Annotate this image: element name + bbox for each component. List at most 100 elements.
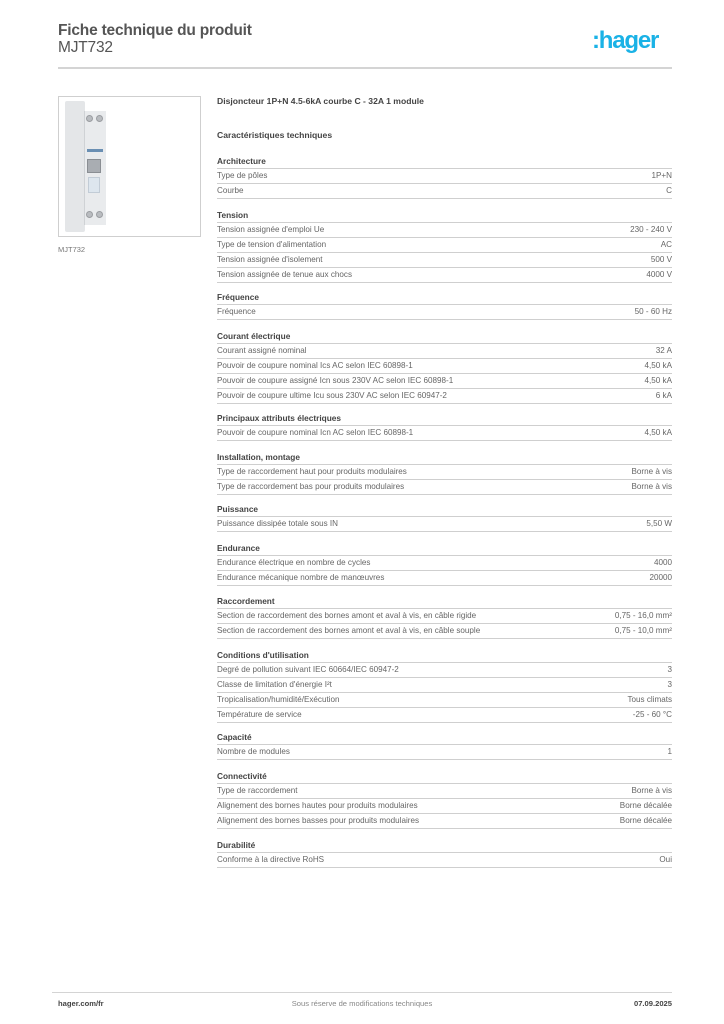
spec-row: Type de raccordement bas pour produits m… [217,480,672,495]
spec-value: Tous climats [627,695,672,704]
spec-label: Type de raccordement [217,786,298,795]
section-title: Architecture [217,155,672,169]
spec-value: Oui [659,855,672,864]
footer-notice: Sous réserve de modifications techniques [291,999,433,1008]
section-title: Tension [217,209,672,223]
spec-value: Borne à vis [631,786,673,795]
spec-label: Puissance dissipée totale sous IN [217,519,339,528]
section-title: Principaux attributs électriques [217,412,672,426]
spec-value: 32 A [655,346,672,355]
spec-row: Type de raccordement Borne à vis [217,784,672,799]
spec-value: 3 [667,680,672,689]
spec-value: 230 - 240 V [630,225,672,234]
spec-label: Section de raccordement des bornes amont… [217,611,477,620]
spec-value: Borne à vis [631,482,673,491]
spec-row: Classe de limitation d'énergie I²t 3 [217,678,672,693]
spec-label: Nombre de modules [217,747,290,756]
spec-value: 4,50 kA [644,376,672,385]
terminal-screw-icon [96,115,103,122]
spec-label: Tension assignée de tenue aux chocs [217,270,352,279]
spec-label: Pouvoir de coupure ultime Icu sous 230V … [217,391,447,400]
document-title: Fiche technique du produit [58,22,252,39]
spec-value: 4,50 kA [644,361,672,370]
product-title: Disjoncteur 1P+N 4.5-6kA courbe C - 32A … [217,96,424,106]
spec-value: Borne à vis [631,467,673,476]
breaker-label-strip [87,149,103,152]
spec-row: Température de service -25 - 60 °C [217,708,672,723]
spec-label: Type de raccordement bas pour produits m… [217,482,405,491]
spec-value: 4,50 kA [644,428,672,437]
spec-label: Conforme à la directive RoHS [217,855,325,864]
spec-label: Classe de limitation d'énergie I²t [217,680,332,689]
spec-label: Section de raccordement des bornes amont… [217,626,481,635]
spec-value: -25 - 60 °C [632,710,672,719]
section-title: Puissance [217,503,672,517]
spec-value: 6 kA [655,391,672,400]
spec-label: Type de pôles [217,171,268,180]
product-code: MJT732 [58,39,113,56]
spec-row: Section de raccordement des bornes amont… [217,609,672,624]
section-title: Raccordement [217,595,672,609]
spec-label: Pouvoir de coupure nominal Icn AC selon … [217,428,414,437]
spec-value: 5,50 W [646,519,672,528]
spec-label: Tropicalisation/humidité/Exécution [217,695,340,704]
spec-row: Pouvoir de coupure ultime Icu sous 230V … [217,389,672,404]
spec-label: Tension assignée d'isolement [217,255,323,264]
spec-row: Type de raccordement haut pour produits … [217,465,672,480]
spec-value: 0,75 - 16,0 mm² [614,611,672,620]
section-title: Durabilité [217,839,672,853]
spec-value: 4000 [653,558,672,567]
spec-row: Alignement des bornes basses pour produi… [217,814,672,829]
footer-date: 07.09.2025 [633,999,672,1008]
spec-row: Tension assignée d'isolement 500 V [217,253,672,268]
spec-value: 0,75 - 10,0 mm² [614,626,672,635]
spec-label: Fréquence [217,307,256,316]
section-title: Endurance [217,542,672,556]
spec-row: Alignement des bornes hautes pour produi… [217,799,672,814]
image-caption: MJT732 [58,245,86,254]
section-title: Conditions d'utilisation [217,649,672,663]
spec-row: Conforme à la directive RoHS Oui [217,853,672,868]
section-title: Connectivité [217,770,672,784]
spec-value: Borne décalée [619,816,672,825]
spec-label: Endurance électrique en nombre de cycles [217,558,371,567]
section-title: Capacité [217,731,672,745]
spec-row: Degré de pollution suivant IEC 60664/IEC… [217,663,672,678]
spec-value: 500 V [650,255,672,264]
terminal-screw-icon [86,211,93,218]
spec-row: Section de raccordement des bornes amont… [217,624,672,639]
section-title: Fréquence [217,291,672,305]
spec-row: Endurance électrique en nombre de cycles… [217,556,672,571]
header-divider [58,67,672,69]
hager-logo: :hager [592,27,659,54]
section-title: Courant électrique [217,330,672,344]
spec-label: Pouvoir de coupure nominal Ics AC selon … [217,361,413,370]
spec-label: Température de service [217,710,302,719]
spec-row: Courant assigné nominal 32 A [217,344,672,359]
spec-label: Courbe [217,186,244,195]
spec-row: Tropicalisation/humidité/Exécution Tous c… [217,693,672,708]
spec-value: 4000 V [646,270,672,279]
spec-value: Borne décalée [619,801,672,810]
spec-row: Tension assignée de tenue aux chocs 4000 … [217,268,672,283]
spec-label: Courant assigné nominal [217,346,307,355]
spec-label: Endurance mécanique nombre de manœuvres [217,573,385,582]
spec-row: Pouvoir de coupure nominal Icn AC selon … [217,426,672,441]
breaker-toggle-icon [87,159,101,173]
spec-label: Type de raccordement haut pour produits … [217,467,407,476]
footer-website: hager.com/fr [58,999,104,1008]
